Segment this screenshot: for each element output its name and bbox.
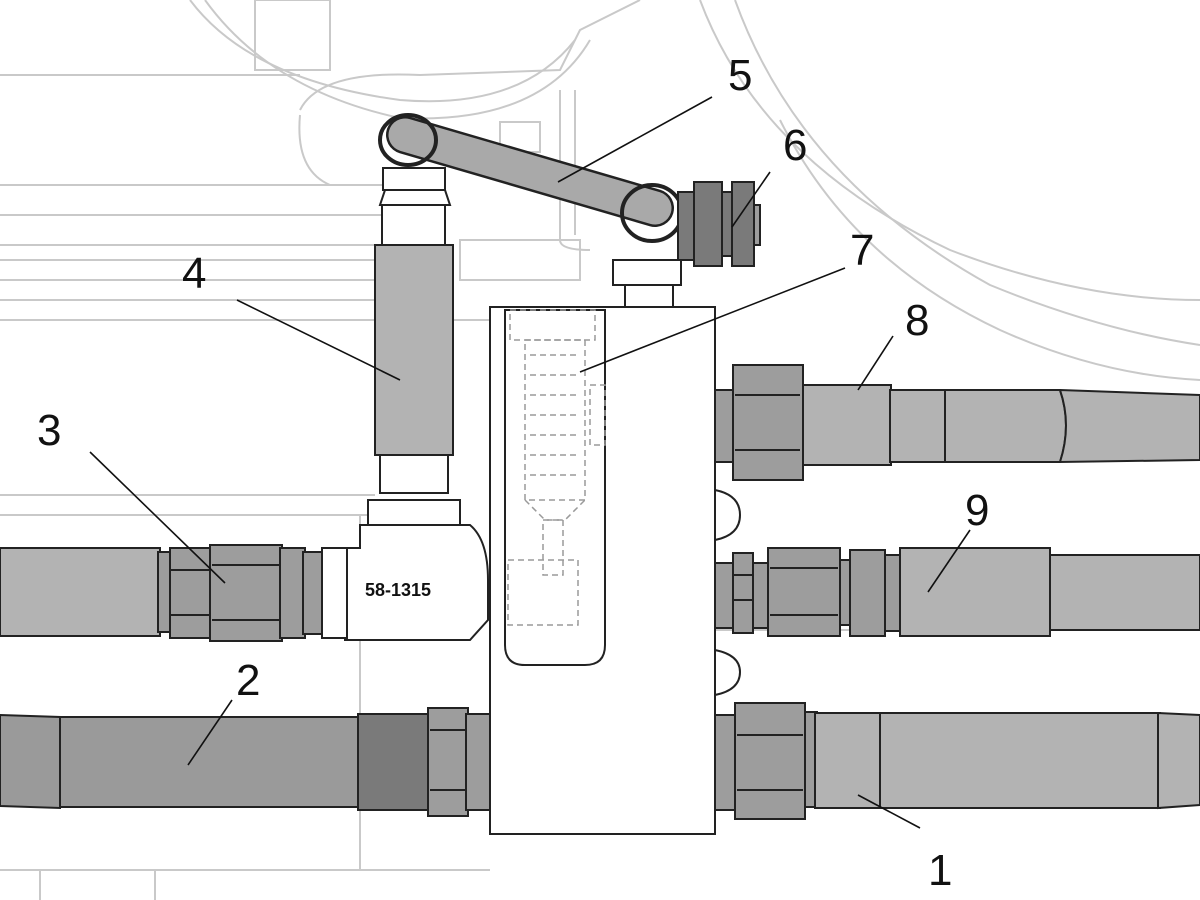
leader-lines [89, 96, 971, 829]
leader-9 [927, 529, 971, 593]
callout-3: 3 [37, 406, 61, 455]
callout-9: 9 [965, 486, 989, 535]
valve-block [489, 306, 742, 835]
leader-5 [557, 96, 713, 183]
leader-3 [89, 451, 226, 584]
callout-2: 2 [236, 656, 260, 705]
hose-8 [714, 364, 1200, 481]
callout-7: 7 [850, 226, 874, 275]
callout-8: 8 [905, 296, 929, 345]
leader-1 [857, 794, 921, 829]
callout-6: 6 [783, 121, 807, 170]
callout-4: 4 [182, 249, 206, 298]
part-number-label: 58-1315 [365, 580, 431, 600]
leader-7 [579, 267, 846, 373]
callout-5: 5 [728, 51, 752, 100]
hose-9 [714, 547, 1200, 637]
leader-8 [857, 335, 894, 391]
hose-4: 58-1315 [321, 189, 489, 641]
callout-1: 1 [928, 846, 952, 895]
fitting-6 [677, 181, 761, 267]
leader-2 [187, 699, 233, 766]
hose-1 [714, 702, 1200, 820]
hose-2 [0, 707, 493, 817]
leader-6 [731, 171, 771, 228]
hose-3 [0, 544, 349, 642]
callout-numbers: 1 2 3 4 5 6 7 8 9 [37, 51, 989, 895]
leader-4 [236, 299, 401, 381]
